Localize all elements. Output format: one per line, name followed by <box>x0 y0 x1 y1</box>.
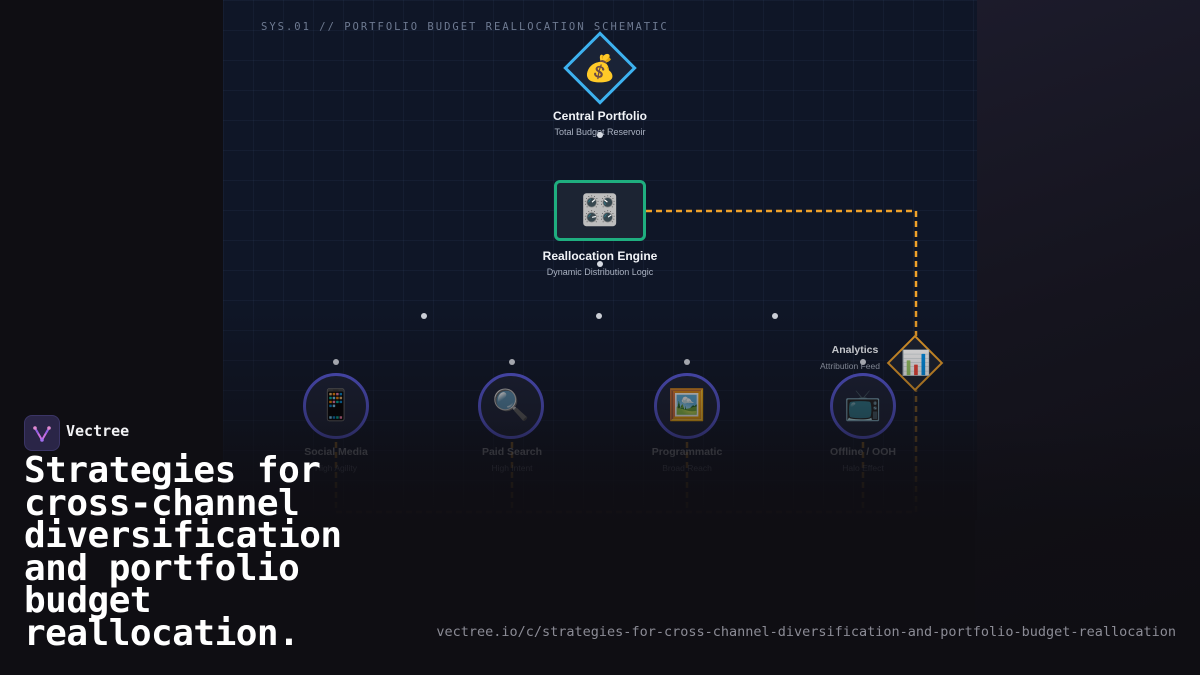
mobile-phone-icon: 📱 <box>317 389 355 422</box>
analytics-title: Analytics <box>831 344 879 356</box>
channel-offline-ooh-title: Offline / OOH <box>830 446 896 458</box>
headline: Strategies for cross-channel diversifica… <box>24 450 342 654</box>
schematic-label: SYS.01 // PORTFOLIO BUDGET REALLOCATION … <box>261 21 669 33</box>
channel-programmatic-subtitle: Broad Reach <box>662 463 712 473</box>
engine-title: Reallocation Engine <box>542 249 658 263</box>
reallocation-engine-node: 🎛️ <box>554 180 646 241</box>
engine-subtitle: Dynamic Distribution Logic <box>546 267 654 277</box>
distribution-dot <box>772 313 778 319</box>
brand-name: Vectree <box>66 422 130 440</box>
channel-connector-dot <box>509 359 515 365</box>
television-icon: 📺 <box>844 389 882 422</box>
channel-programmatic: 🖼️ <box>654 373 720 439</box>
framed-picture-icon: 🖼️ <box>668 389 706 422</box>
channel-paid-search: 🔍 <box>478 373 544 439</box>
control-knobs-icon: 🎛️ <box>581 194 619 227</box>
distribution-dot <box>421 313 427 319</box>
money-bag-icon: 💰 <box>583 53 617 83</box>
portfolio-connector-dot <box>597 132 603 138</box>
channel-connector-dot <box>333 359 339 365</box>
channel-connector-dot <box>684 359 690 365</box>
channel-connector-dot <box>860 359 866 365</box>
magnifier-icon: 🔍 <box>492 389 530 422</box>
distribution-dot <box>596 313 602 319</box>
page-url: vectree.io/c/strategies-for-cross-channe… <box>436 624 1176 640</box>
channel-offline-ooh: 📺 <box>830 373 896 439</box>
analytics-subtitle: Attribution Feed <box>819 361 880 371</box>
channel-paid-search-subtitle: High Intent <box>491 463 533 473</box>
vectree-logo-icon <box>33 426 51 442</box>
channel-programmatic-title: Programmatic <box>651 446 723 458</box>
vectree-logo <box>24 415 60 451</box>
channel-offline-ooh-subtitle: Halo Effect <box>842 463 884 473</box>
engine-connector-dot <box>597 261 603 267</box>
channel-paid-search-title: Paid Search <box>481 446 543 458</box>
engine-to-analytics-line <box>646 209 918 336</box>
portfolio-title: Central Portfolio <box>552 109 647 123</box>
channel-social-media: 📱 <box>303 373 369 439</box>
